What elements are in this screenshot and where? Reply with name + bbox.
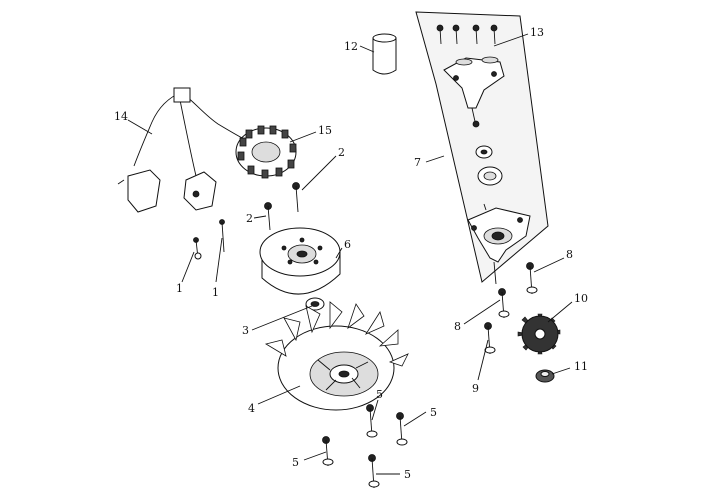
- callout-2b: 2: [246, 212, 253, 225]
- callout-5a: 5: [376, 388, 383, 401]
- bearing-stack: [475, 145, 503, 186]
- bolt-8a: [526, 262, 538, 295]
- bolt-5d: [368, 454, 380, 489]
- sleeve-part: [372, 33, 397, 75]
- bolt-8b: [498, 288, 510, 319]
- callout-13: 13: [530, 26, 544, 39]
- callout-5d: 5: [404, 468, 411, 481]
- callout-7: 7: [414, 156, 421, 169]
- bolts: [193, 182, 538, 489]
- bolt-2b: [264, 202, 272, 231]
- bolt-5a: [366, 404, 378, 438]
- stator-part: [235, 125, 297, 179]
- leader-lines: [127, 33, 573, 475]
- callout-labels: 1 1 2 2 3 4 5 5 5 5 6 7 8 8 9 10 11 12 1…: [114, 26, 588, 481]
- callout-9: 9: [472, 382, 479, 395]
- callout-12: 12: [344, 40, 358, 53]
- upper-bracket: [443, 56, 505, 128]
- lower-bracket: [467, 203, 531, 285]
- bolt-5b: [396, 412, 408, 446]
- callout-4: 4: [248, 402, 255, 415]
- bolt-5c: [322, 436, 334, 467]
- callout-11: 11: [574, 360, 588, 373]
- callout-2a: 2: [338, 146, 345, 159]
- panel-studs: [436, 24, 498, 45]
- callout-5c: 5: [292, 456, 299, 469]
- callout-10: 10: [574, 292, 588, 305]
- callout-5b: 5: [430, 406, 437, 419]
- bolt-1b: [219, 219, 225, 253]
- callout-15: 15: [318, 124, 332, 137]
- callout-8b: 8: [454, 320, 461, 333]
- callout-1b: 1: [212, 286, 219, 299]
- callout-1a: 1: [176, 282, 183, 295]
- flange-nut: [535, 369, 555, 383]
- callout-3: 3: [242, 324, 249, 337]
- bolt-9: [484, 322, 496, 355]
- callout-6: 6: [344, 238, 351, 251]
- callout-14: 14: [114, 110, 128, 123]
- cooling-fan: [264, 301, 409, 411]
- wiring-harness: [117, 87, 247, 213]
- bolt-1a: [193, 237, 202, 260]
- callout-8a: 8: [566, 248, 573, 261]
- sprocket-part: [517, 313, 561, 355]
- mounting-panel: [415, 11, 549, 285]
- rotor-part: [259, 227, 341, 295]
- bolt-2a: [292, 182, 300, 213]
